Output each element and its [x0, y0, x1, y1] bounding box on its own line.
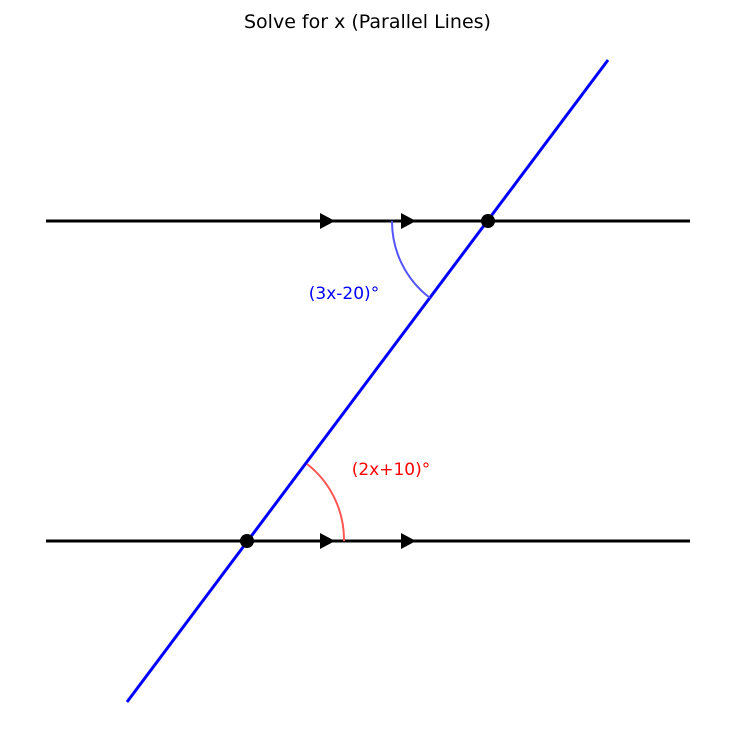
lower-angle-label: (2x+10)°: [352, 460, 431, 480]
upper-parallel-arrow-1: [320, 213, 335, 229]
upper-intersection-point: [481, 214, 495, 228]
diagram-title: Solve for x (Parallel Lines): [244, 11, 491, 33]
lower-parallel-arrow-2: [401, 533, 416, 549]
lower-intersection-point: [240, 534, 254, 548]
transversal-line: [125, 59, 610, 703]
upper-parallel-arrow-2: [401, 213, 416, 229]
lower-angle-arc: [306, 463, 346, 542]
upper-angle-arc: [390, 220, 431, 299]
upper-angle-label: (3x-20)°: [309, 284, 379, 304]
lower-parallel-arrow-1: [320, 533, 335, 549]
